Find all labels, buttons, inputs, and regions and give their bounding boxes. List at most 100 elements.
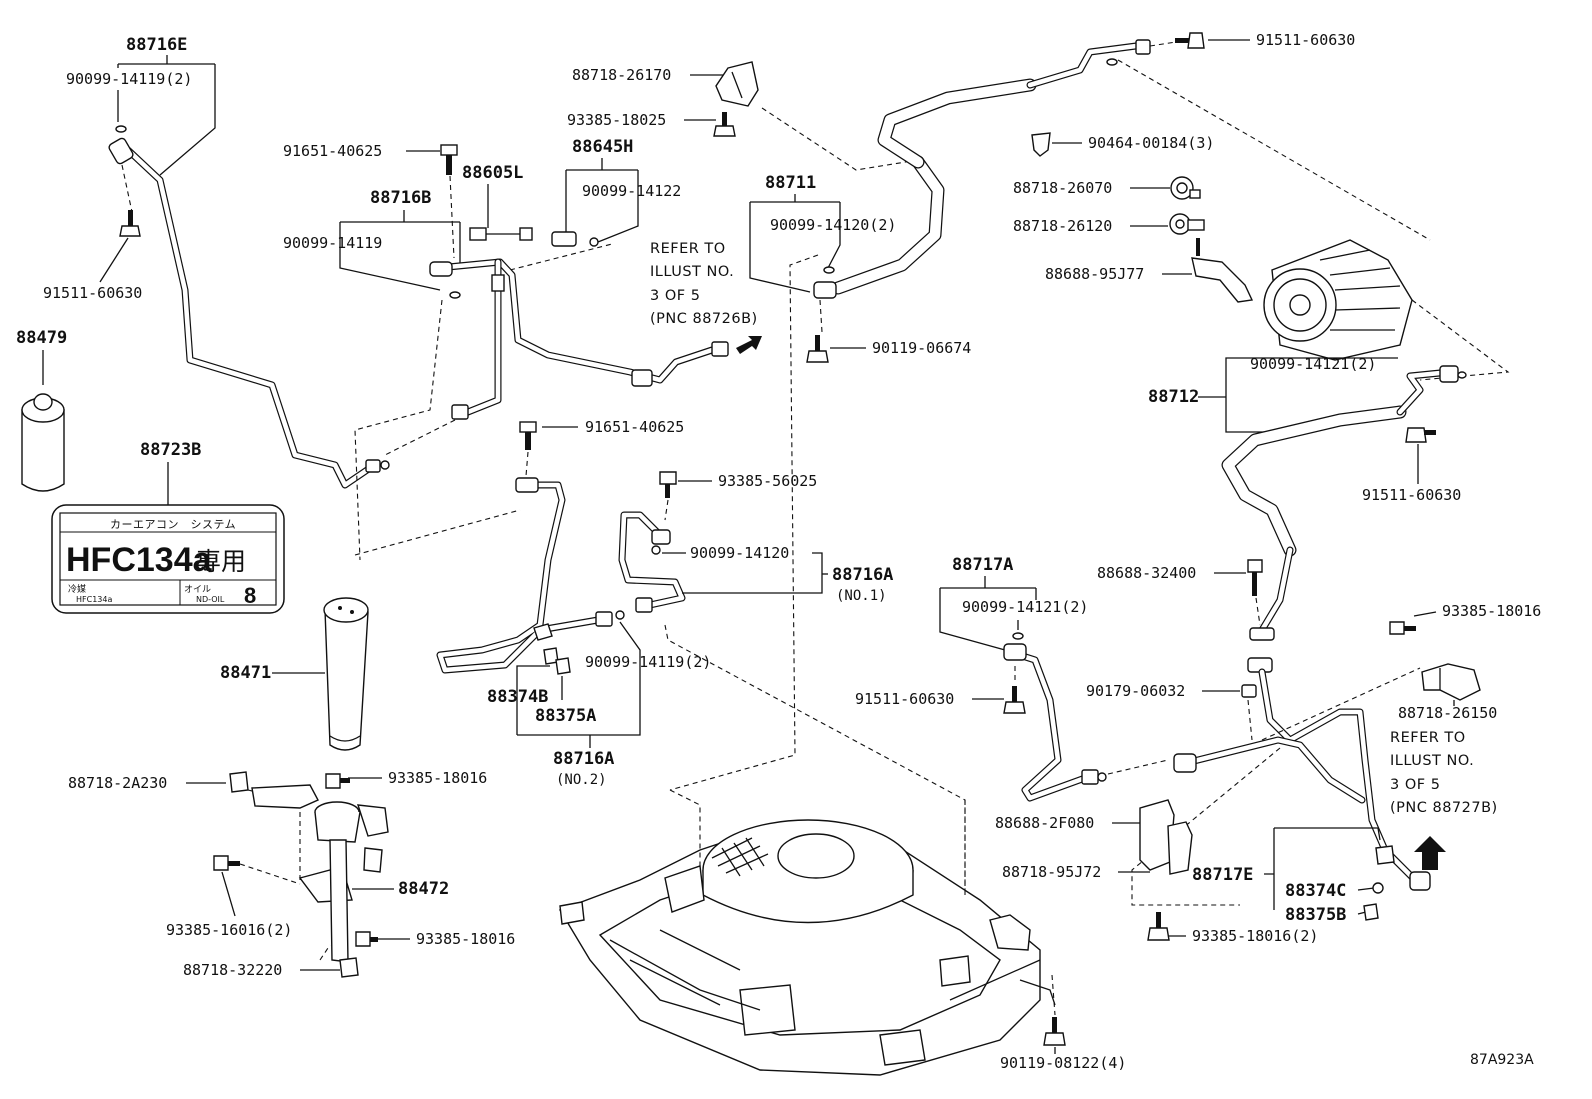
label-90099-14122: 90099-14122 (582, 182, 681, 200)
label-90119-06674: 90119-06674 (872, 339, 971, 357)
label-88712: 88712 (1148, 387, 1199, 407)
bolt-93385-18016-2 (1147, 912, 1170, 941)
compressor (1263, 239, 1413, 361)
sticker-refrigerant-label: 冷媒 (68, 583, 86, 595)
label-88645H: 88645H (572, 137, 633, 157)
sensor-88645H (551, 231, 599, 247)
label-90099-14120: 90099-14120 (690, 544, 789, 562)
label-88688-2F080: 88688-2F080 (995, 814, 1094, 832)
label-88716A-2: 88716A (553, 749, 614, 769)
clip-88718-2A230 (229, 771, 249, 793)
pipe-88717A (1003, 643, 1107, 802)
bolt-91651-40625-b (519, 421, 537, 450)
label-88718-32220: 88718-32220 (183, 961, 282, 979)
label-88688-32400: 88688-32400 (1097, 564, 1196, 582)
refer-left-line2: ILLUST NO. (650, 264, 734, 280)
label-88479: 88479 (16, 328, 67, 348)
refer-left-line4: (PNC 88726B) (650, 311, 758, 327)
bolt-93385-18016-c (355, 931, 378, 947)
label-91511-60630-d: 91511-60630 (855, 690, 954, 708)
pipe-88716A-no2 (436, 477, 625, 674)
label-88718-2A230: 88718-2A230 (68, 774, 167, 792)
refer-right-line1: REFER TO (1390, 730, 1466, 746)
refer-right-line2: ILLUST NO. (1390, 753, 1474, 769)
bolt-93385-16016 (213, 855, 240, 871)
bracket-88718-26150 (1421, 663, 1481, 701)
sticker-kanji: 専用 (196, 547, 246, 576)
clamp-88718-26070 (1170, 176, 1201, 200)
clip-90464-00184 (1031, 132, 1051, 157)
label-88723B: 88723B (140, 440, 201, 460)
label-88472: 88472 (398, 879, 449, 899)
label-88374B: 88374B (487, 687, 548, 707)
grommets-88374B-88375A (543, 647, 571, 675)
label-88716A-1-sub: (NO.1) (836, 588, 887, 604)
sticker-88723B: カーエアコン システム HFC134a 専用 冷媒 HFC134a オイル ND… (51, 504, 285, 614)
label-93385-18016-c: 93385-18016 (416, 930, 515, 948)
bolt-91511-60630-b (1175, 32, 1205, 49)
label-91511-60630-b: 91511-60630 (1256, 31, 1355, 49)
bolt-93385-56025 (659, 471, 677, 498)
pipe-88711 (813, 39, 1151, 299)
pipe-88712 (1221, 365, 1467, 634)
label-90179-06032: 90179-06032 (1086, 682, 1185, 700)
sticker-header: カーエアコン システム (110, 518, 236, 531)
oil-can-88479 (21, 393, 65, 492)
bracket-88472 (251, 784, 389, 978)
label-91511-60630-a: 91511-60630 (43, 284, 142, 302)
bolt-88688-32400 (1247, 559, 1263, 596)
label-88718-26170: 88718-26170 (572, 66, 671, 84)
label-90099-14119-a: 90099-14119 (283, 234, 382, 252)
diagram-code: 87A923A (1470, 1052, 1534, 1068)
label-88718-26150: 88718-26150 (1398, 704, 1497, 722)
label-88375A: 88375A (535, 706, 596, 726)
bolt-93385-18016-a (1389, 621, 1416, 635)
bolt-93385-18025 (713, 112, 736, 137)
sticker-oil-number: 8 (244, 583, 256, 608)
bolt-91511-60630-d (1003, 686, 1026, 714)
label-88718-95J72: 88718-95J72 (1002, 863, 1101, 881)
label-88716E: 88716E (126, 35, 187, 55)
bracket-88688-95J77 (1191, 238, 1254, 303)
refer-left-line1: REFER TO (650, 241, 726, 257)
label-93385-18016-2: 93385-18016(2) (1192, 927, 1318, 945)
label-93385-18016-a: 93385-18016 (1442, 602, 1541, 620)
refer-right-line4: (PNC 88727B) (1390, 800, 1498, 816)
label-88605L: 88605L (462, 163, 523, 183)
label-90099-14119-2-top: 90099-14119(2) (66, 70, 192, 88)
pipe-88716E (108, 125, 390, 489)
label-93385-18016-b: 93385-18016 (388, 769, 487, 787)
clamp-88718-26120 (1169, 213, 1205, 235)
label-88375B: 88375B (1285, 905, 1346, 925)
label-90099-14121-2-a: 90099-14121(2) (1250, 355, 1376, 373)
bolt-90119-06674 (806, 335, 829, 363)
label-93385-18025: 93385-18025 (567, 111, 666, 129)
sticker-main: HFC134a (66, 541, 213, 579)
refer-left-line3: 3 OF 5 (650, 288, 700, 304)
pipe-88717E (1173, 668, 1431, 891)
label-88716B: 88716B (370, 188, 431, 208)
switch-88605L (469, 227, 533, 241)
label-90099-14119-2-b: 90099-14119(2) (585, 653, 711, 671)
pipe-88716A-no1 (618, 511, 686, 613)
receiver-88471 (323, 597, 369, 751)
grommet-88712 (1247, 627, 1275, 673)
label-88374C: 88374C (1285, 881, 1346, 901)
sticker-refrigerant-value: HFC134a (76, 595, 112, 604)
label-91511-60630-c: 91511-60630 (1362, 486, 1461, 504)
nut-90179-06032 (1241, 684, 1257, 698)
sticker-oil-value: ND-OIL (196, 595, 225, 604)
bolt-91651-40625-a (440, 144, 458, 175)
pipe-88716B (429, 258, 729, 420)
label-88717A: 88717A (952, 555, 1013, 575)
label-88471: 88471 (220, 663, 271, 683)
label-91651-40625-a: 91651-40625 (283, 142, 382, 160)
label-91651-40625-b: 91651-40625 (585, 418, 684, 436)
label-88716A-2-sub: (NO.2) (556, 772, 607, 788)
label-90119-08122-4: 90119-08122(4) (1000, 1054, 1126, 1072)
bolt-90119-08122 (1043, 1017, 1066, 1046)
hvac-unit (558, 819, 1056, 1076)
label-90464-00184-3: 90464-00184(3) (1088, 134, 1214, 152)
bracket-88688-2F080 (1139, 799, 1193, 875)
